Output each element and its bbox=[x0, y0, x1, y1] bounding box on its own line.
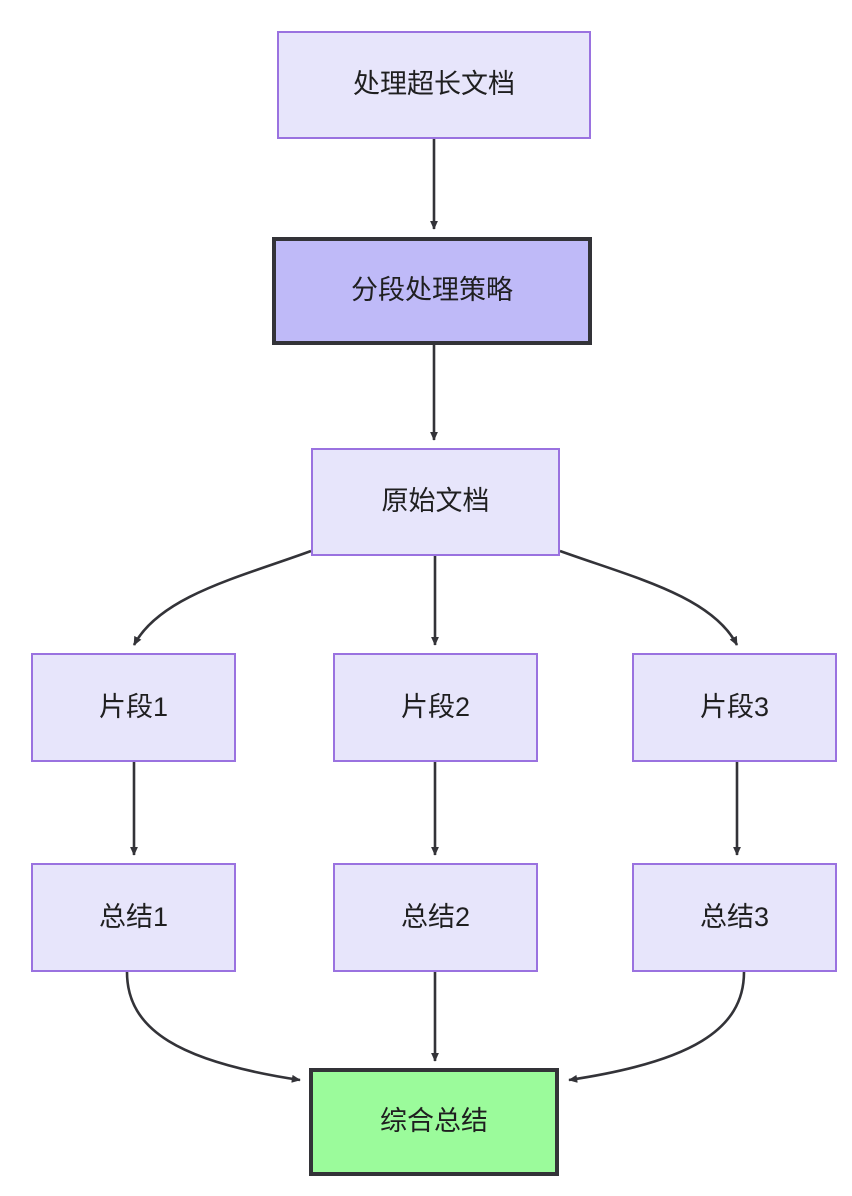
node-label: 处理超长文档 bbox=[353, 69, 515, 100]
edge-n3-n6 bbox=[559, 549, 739, 646]
node-label: 原始文档 bbox=[381, 486, 490, 517]
node-chunking-strategy[interactable]: 分段处理策略 bbox=[272, 237, 592, 345]
node-label: 总结3 bbox=[699, 901, 770, 932]
node-label: 片段2 bbox=[400, 691, 471, 722]
node-fragment-2[interactable]: 片段2 bbox=[333, 653, 538, 762]
node-summary-2[interactable]: 总结2 bbox=[333, 863, 538, 972]
node-process-long-document[interactable]: 处理超长文档 bbox=[277, 31, 591, 139]
edge-n3-n4 bbox=[132, 549, 312, 646]
node-label: 片段3 bbox=[699, 691, 770, 722]
node-fragment-3[interactable]: 片段3 bbox=[632, 653, 837, 762]
node-label: 总结2 bbox=[400, 901, 471, 932]
node-summary-1[interactable]: 总结1 bbox=[31, 863, 236, 972]
node-label: 分段处理策略 bbox=[351, 275, 513, 306]
node-original-document[interactable]: 原始文档 bbox=[311, 448, 560, 556]
node-label: 片段1 bbox=[98, 691, 169, 722]
node-summary-3[interactable]: 总结3 bbox=[632, 863, 837, 972]
node-final-summary[interactable]: 综合总结 bbox=[309, 1068, 559, 1176]
node-label: 综合总结 bbox=[380, 1106, 488, 1137]
node-fragment-1[interactable]: 片段1 bbox=[31, 653, 236, 762]
edge-n9-n10 bbox=[568, 971, 746, 1083]
node-label: 总结1 bbox=[98, 901, 169, 932]
edge-n7-n10 bbox=[125, 971, 301, 1083]
